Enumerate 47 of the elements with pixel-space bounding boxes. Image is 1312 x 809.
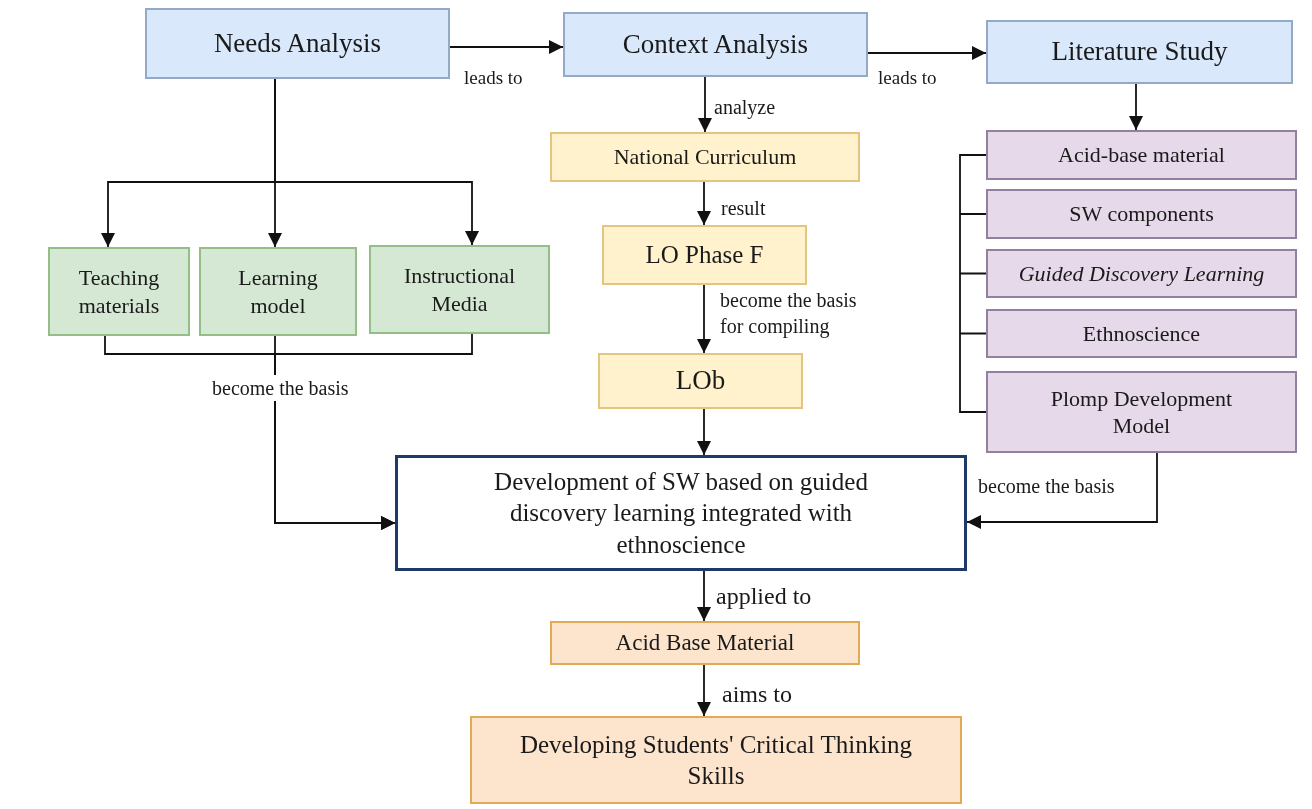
box-label: National Curriculum	[612, 143, 798, 171]
arrow	[274, 78, 479, 246]
box-label: Plomp Development Model	[1049, 384, 1234, 440]
box-label: Learning model	[237, 264, 319, 319]
process-box	[986, 130, 1297, 180]
process-box	[986, 20, 1293, 84]
arrow	[697, 664, 711, 717]
box-label: Context Analysis	[621, 27, 810, 61]
arrow	[697, 408, 711, 456]
box-label: Developing Students' Critical Thinking Skills	[518, 729, 914, 791]
box-label: LOb	[674, 364, 727, 398]
arrow	[697, 181, 711, 226]
box-label: Needs Analysis	[212, 26, 383, 60]
process-box	[199, 247, 357, 336]
process-box	[563, 12, 868, 77]
box-label: LO Phase F	[644, 240, 765, 271]
arrow	[698, 76, 712, 133]
process-box	[48, 247, 190, 336]
process-box	[550, 621, 860, 665]
box-label: SW components	[1068, 200, 1215, 228]
box-label: Acid Base Material	[614, 628, 796, 657]
box-label: Acid-base material	[1057, 141, 1226, 169]
main-process-box	[395, 455, 967, 571]
arrow	[697, 570, 711, 622]
arrow	[966, 452, 1158, 529]
box-label: Literature Study	[1050, 35, 1229, 69]
arrow	[1129, 83, 1143, 131]
process-box	[598, 353, 803, 409]
process-box	[986, 371, 1297, 453]
box-label: Ethnoscience	[1081, 319, 1202, 348]
process-box	[369, 245, 550, 334]
arrow	[274, 333, 473, 530]
process-box	[550, 132, 860, 182]
process-box	[986, 249, 1297, 298]
outcome-box	[470, 716, 962, 804]
box-label: Guided Discovery Learning	[1017, 259, 1266, 288]
box-label: Instructional Media	[402, 262, 517, 317]
process-box	[602, 225, 807, 285]
arrow	[697, 284, 711, 354]
edge-label: become the basis	[210, 375, 351, 401]
process-box	[986, 189, 1297, 239]
box-label: Development of SW based on guided discovery learning integrated with ethnoscience	[493, 467, 869, 560]
box-label: Teaching materials	[77, 264, 161, 319]
process-box	[145, 8, 450, 79]
arrow	[867, 46, 987, 60]
arrow	[449, 40, 564, 54]
process-box	[986, 309, 1297, 358]
